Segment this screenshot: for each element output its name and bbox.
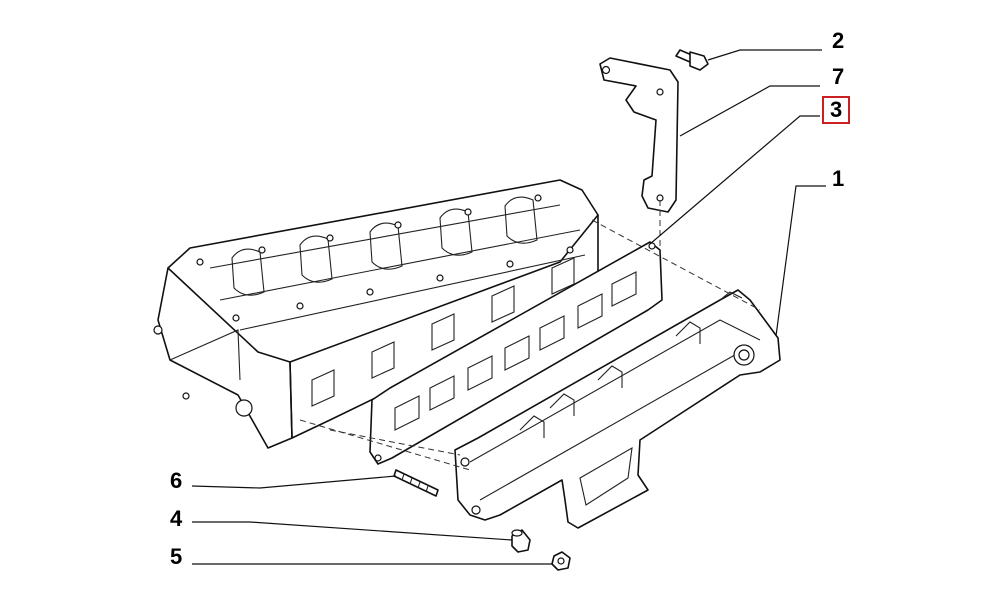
- callout-6: 6: [170, 468, 183, 493]
- bracket: [599, 57, 679, 213]
- callout-7: 7: [832, 64, 845, 89]
- leader-lines: [191, 49, 826, 565]
- spacer: [511, 529, 531, 553]
- stud: [393, 469, 439, 497]
- callout-3-highlighted: 3: [822, 96, 851, 124]
- alignment-lines: [299, 200, 761, 471]
- nut: [551, 551, 571, 571]
- callout-1: 1: [832, 166, 845, 191]
- bolt: [675, 49, 709, 71]
- callout-5: 5: [170, 544, 183, 569]
- callout-2: 2: [832, 28, 845, 53]
- cylinder-head: [153, 179, 599, 449]
- manifold-gasket: [369, 241, 663, 465]
- exhaust-manifold: [454, 289, 781, 529]
- callout-4: 4: [170, 506, 183, 531]
